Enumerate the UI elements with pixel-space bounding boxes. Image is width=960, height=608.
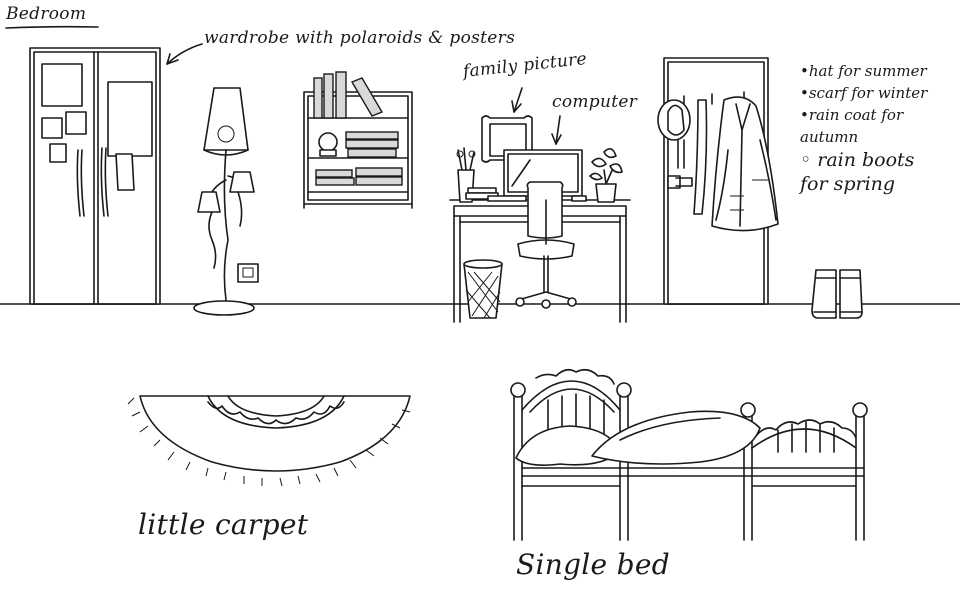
mouse xyxy=(571,195,587,202)
family-picture-label: family picture xyxy=(462,48,588,82)
lampshade xyxy=(203,87,249,151)
computer-arrow-icon xyxy=(551,115,562,145)
plant-pot xyxy=(589,148,623,203)
book xyxy=(335,71,347,119)
single-bed xyxy=(510,368,868,541)
note-scarf: •scarf for winter xyxy=(800,84,928,102)
lamp-base xyxy=(193,300,255,316)
page-title: Bedroom xyxy=(6,4,87,24)
family-picture-arrow-icon xyxy=(511,87,523,113)
summer-hat xyxy=(657,99,691,169)
wardrobe-arrow-icon xyxy=(166,43,203,65)
desk xyxy=(449,199,631,323)
little-carpet xyxy=(127,395,411,487)
door xyxy=(663,57,769,305)
rain-coat xyxy=(711,96,779,232)
book xyxy=(315,169,353,178)
floor-lamp xyxy=(193,87,259,316)
book xyxy=(323,73,334,119)
book xyxy=(355,167,403,177)
lightbulb-icon xyxy=(217,125,235,143)
book xyxy=(345,139,399,149)
polaroid xyxy=(49,143,67,163)
note-raincoat-season: autumn xyxy=(800,128,859,146)
title-underline xyxy=(5,25,99,29)
book xyxy=(347,148,397,158)
wardrobe xyxy=(29,47,161,305)
door-handle xyxy=(667,175,681,189)
polaroid xyxy=(65,111,87,135)
note-rainboots: ◦ rain boots xyxy=(800,149,915,171)
rain-boots xyxy=(811,269,863,319)
wardrobe-handle xyxy=(76,149,81,217)
polaroid xyxy=(41,117,63,139)
waste-basket xyxy=(463,259,503,319)
wall-outlet xyxy=(237,263,259,283)
computer-monitor xyxy=(487,149,587,202)
winter-scarf xyxy=(693,99,708,215)
computer-label: computer xyxy=(552,92,638,112)
snow-globe xyxy=(318,132,338,152)
note-hat: •hat for summer xyxy=(800,62,927,80)
wardrobe-handle xyxy=(100,147,105,217)
blanket xyxy=(591,410,761,465)
pen-holder xyxy=(456,147,476,203)
poster xyxy=(107,81,153,157)
book xyxy=(313,77,323,119)
stacked-books xyxy=(465,187,499,200)
bookshelf xyxy=(303,71,413,209)
book xyxy=(350,77,384,117)
book xyxy=(315,177,355,186)
bed-label: Single bed xyxy=(516,548,670,581)
pillow xyxy=(515,425,621,466)
carpet-label: little carpet xyxy=(138,508,309,541)
keyboard xyxy=(487,195,527,202)
book xyxy=(355,176,403,186)
office-chair xyxy=(515,181,577,309)
clothing-notes: •hat for summer •scarf for winter •rain … xyxy=(800,60,958,196)
hanging-towel xyxy=(115,153,135,191)
wardrobe-label: wardrobe with polaroids & posters xyxy=(204,28,516,48)
book xyxy=(345,131,399,140)
note-rainboots-season: for spring xyxy=(800,173,896,195)
note-raincoat: •rain coat for xyxy=(800,106,904,124)
family-picture-frame xyxy=(481,115,533,163)
polaroid xyxy=(41,63,83,107)
